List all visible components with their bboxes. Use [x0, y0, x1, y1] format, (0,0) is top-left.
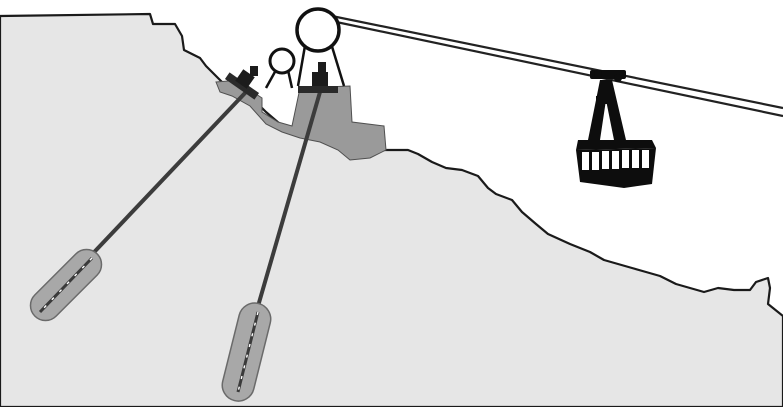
station-foundation: [215, 79, 387, 161]
mountain-slope: [0, 12, 783, 407]
tensioner-right: [298, 62, 338, 93]
large-cable-wheel-icon: [295, 7, 346, 87]
small-cable-wheel-icon: [264, 47, 296, 89]
haul-cable-lower: [321, 17, 783, 118]
anchor-block-left: [29, 248, 103, 322]
anchor-block-right: [221, 302, 272, 402]
gondola-cabin-icon: [576, 70, 656, 188]
tensioner-left: [224, 66, 260, 100]
haul-cable-upper: [321, 12, 783, 110]
anchor-cable-right: [252, 91, 322, 321]
